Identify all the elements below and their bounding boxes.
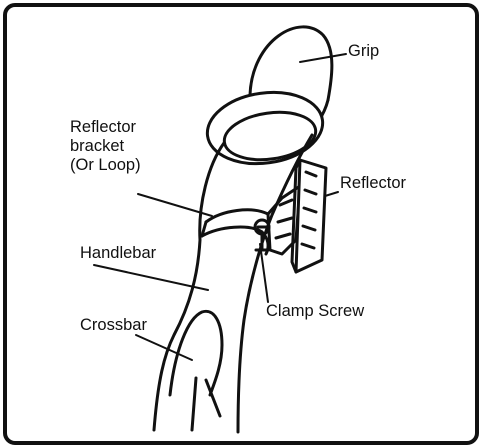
reflector-bracket-label-line3: (Or Loop) — [70, 156, 141, 175]
crossbar-label: Crossbar — [80, 316, 147, 335]
reflector-leader — [325, 192, 338, 196]
reflector-label: Reflector — [340, 174, 406, 193]
reflector-bracket-label: Reflector bracket (Or Loop) — [70, 118, 141, 175]
reflector-bracket-label-line2: bracket — [70, 137, 141, 156]
handlebar-leader — [94, 265, 208, 290]
reflector-drawing — [268, 160, 326, 272]
clamp-screw-label: Clamp Screw — [266, 302, 364, 321]
handlebar-label: Handlebar — [80, 244, 156, 263]
reflector-bracket-label-line1: Reflector — [70, 118, 141, 137]
grip-label: Grip — [348, 42, 379, 61]
